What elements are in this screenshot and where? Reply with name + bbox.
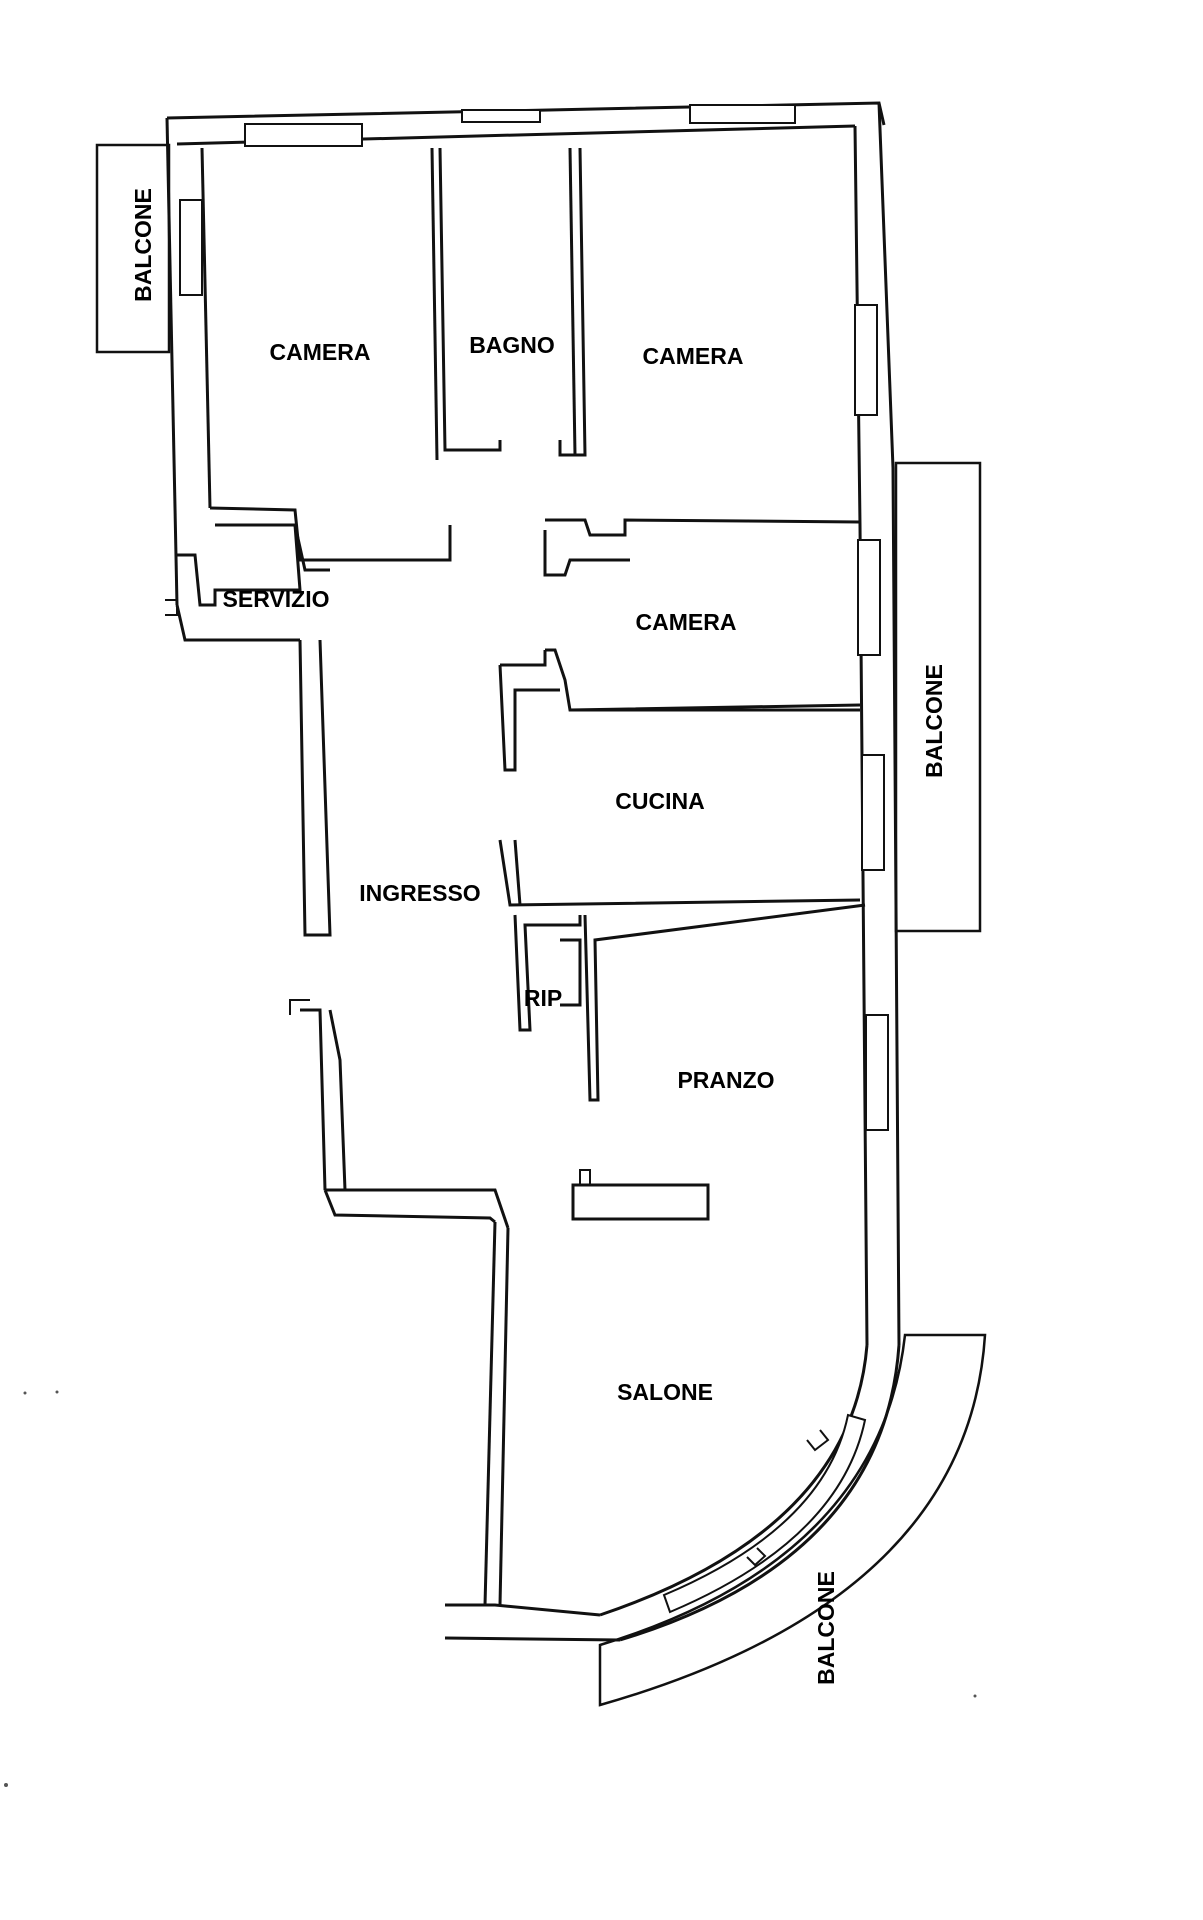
window-top-3: [689, 104, 796, 124]
window-east-2: [857, 539, 881, 656]
balcone-label-east: BALCONE: [921, 664, 947, 778]
room-label-camera-mid: CAMERA: [636, 609, 737, 635]
balconies: [95, 143, 987, 1707]
window-top-2: [461, 109, 541, 123]
window-east-4: [865, 1014, 889, 1131]
room-label-ingresso: INGRESSO: [359, 880, 480, 906]
window-west: [179, 199, 203, 296]
room-label-camera-nw: CAMERA: [270, 339, 371, 365]
room-label-servizio: SERVIZIO: [223, 586, 330, 612]
balcone-east-outline: [894, 461, 982, 933]
room-label-rip: RIP: [524, 985, 562, 1011]
room-label-cucina: CUCINA: [615, 788, 704, 814]
door-stubs: [165, 599, 830, 1567]
room-label-salone: SALONE: [617, 1379, 713, 1405]
window-east-1: [854, 304, 878, 416]
room-label-bagno: BAGNO: [469, 332, 555, 358]
windows: [179, 104, 889, 1614]
interior-walls: [175, 147, 866, 1229]
balcone-label-south: BALCONE: [813, 1571, 839, 1685]
window-top-1: [244, 123, 363, 147]
room-label-camera-ne: CAMERA: [643, 343, 744, 369]
window-east-3: [861, 754, 885, 871]
balcone-label-west: BALCONE: [130, 188, 156, 302]
window-curve: [662, 1413, 867, 1614]
balcone-west-outline: [95, 143, 171, 354]
balcone-south-outline: [598, 1333, 987, 1707]
room-label-pranzo: PRANZO: [677, 1067, 774, 1093]
